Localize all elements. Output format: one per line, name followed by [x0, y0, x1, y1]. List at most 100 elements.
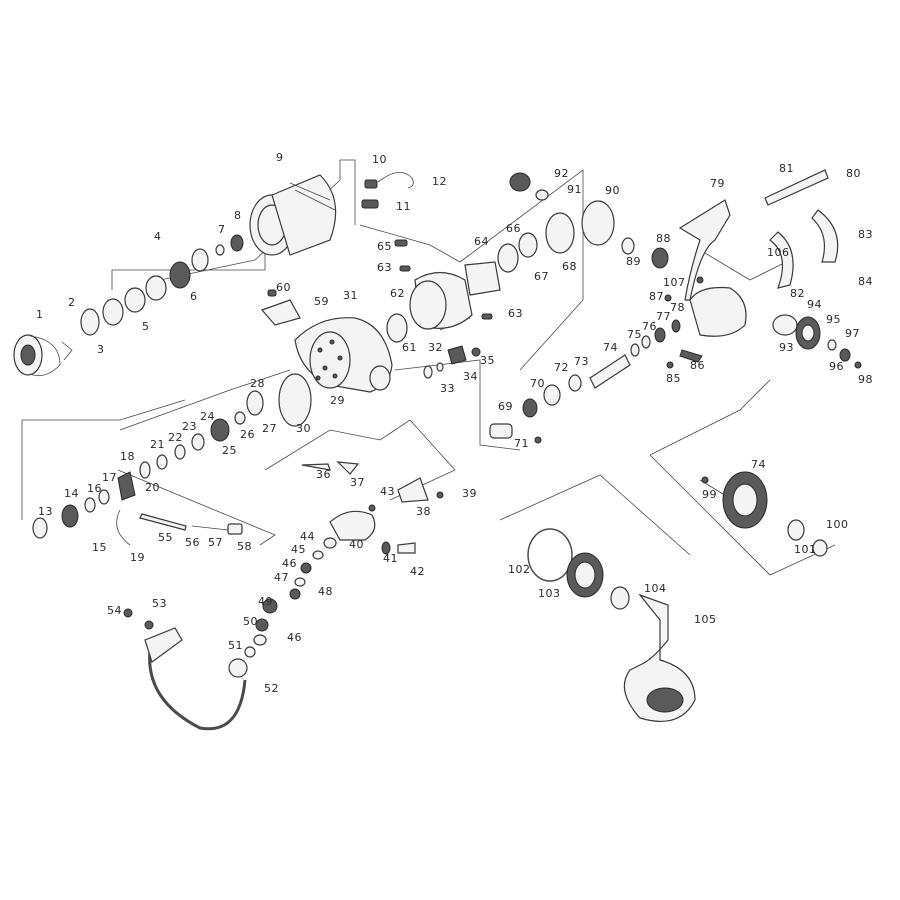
part-label: 11 [396, 200, 411, 213]
part-label: 71 [514, 437, 529, 450]
part-label: 23 [182, 420, 197, 433]
body-housing [246, 299, 393, 427]
part-label: 2 [68, 296, 76, 309]
part-label: 66 [506, 222, 521, 235]
part-label: 25 [222, 444, 237, 457]
part-label: 24 [200, 410, 215, 423]
part-label: 101 [794, 543, 817, 556]
part-label: 50 [243, 615, 258, 628]
pinion-parts [489, 319, 703, 444]
part-label: 54 [107, 604, 122, 617]
part-label: 56 [185, 536, 200, 549]
part-label: 96 [829, 360, 844, 373]
part-label: 90 [605, 184, 620, 197]
part-label: 77 [656, 310, 671, 323]
part-label: 8 [234, 209, 242, 222]
part-label: 65 [377, 240, 392, 253]
rotor-parts [267, 172, 635, 343]
part-label: 48 [318, 585, 333, 598]
bail-arm-parts [301, 345, 481, 555]
part-label: 100 [826, 518, 849, 531]
part-label: 38 [416, 505, 431, 518]
handle-parts [527, 528, 696, 722]
part-label: 75 [627, 328, 642, 341]
part-label: 74 [603, 341, 618, 354]
part-label: 64 [474, 235, 489, 248]
part-label: 81 [779, 162, 794, 175]
part-label: 92 [554, 167, 569, 180]
part-label: 82 [790, 287, 805, 300]
part-label: 61 [402, 341, 417, 354]
part-label: 15 [92, 541, 107, 554]
part-label: 12 [432, 175, 447, 188]
part-label: 37 [350, 476, 365, 489]
part-label: 79 [710, 177, 725, 190]
part-label: 62 [390, 287, 405, 300]
part-label: 39 [462, 487, 477, 500]
spool-parts [13, 174, 337, 377]
part-label: 107 [663, 276, 686, 289]
part-label: 59 [314, 295, 329, 308]
part-label: 67 [534, 270, 549, 283]
part-label: 9 [276, 151, 284, 164]
bail-trip-parts [361, 172, 414, 209]
part-label: 19 [130, 551, 145, 564]
part-label: 72 [554, 361, 569, 374]
drive-gear-parts [32, 411, 246, 546]
part-label: 7 [218, 223, 226, 236]
part-label: 88 [656, 232, 671, 245]
part-label: 14 [64, 487, 79, 500]
part-label: 34 [463, 370, 478, 383]
part-label: 85 [666, 372, 681, 385]
part-label: 94 [807, 298, 822, 311]
part-label: 74 [751, 458, 766, 471]
part-label: 58 [237, 540, 252, 553]
part-label: 46 [287, 631, 302, 644]
part-label: 63 [377, 261, 392, 274]
part-label: 95 [826, 313, 841, 326]
part-label: 30 [296, 422, 311, 435]
part-label: 46 [282, 557, 297, 570]
part-label: 17 [102, 471, 117, 484]
part-label: 89 [626, 255, 641, 268]
part-label: 45 [291, 543, 306, 556]
part-label: 57 [208, 536, 223, 549]
part-label: 106 [767, 246, 790, 259]
part-label: 18 [120, 450, 135, 463]
part-label: 33 [440, 382, 455, 395]
part-label: 53 [152, 597, 167, 610]
part-label: 69 [498, 400, 513, 413]
part-label: 43 [380, 485, 395, 498]
part-label: 29 [330, 394, 345, 407]
part-label: 63 [508, 307, 523, 320]
part-label: 76 [642, 320, 657, 333]
part-label: 1 [36, 308, 44, 321]
bail-wire-parts [123, 537, 337, 731]
part-label: 68 [562, 260, 577, 273]
part-label: 32 [428, 341, 443, 354]
side-gear-parts [772, 314, 862, 369]
part-label: 41 [383, 552, 398, 565]
part-label: 86 [690, 359, 705, 372]
part-label: 31 [343, 289, 358, 302]
part-label: 83 [858, 228, 873, 241]
part-label: 40 [349, 538, 364, 551]
part-label: 80 [846, 167, 861, 180]
part-label: 22 [168, 431, 183, 444]
part-label: 78 [670, 301, 685, 314]
part-label: 52 [264, 682, 279, 695]
part-label: 91 [567, 183, 582, 196]
part-label: 3 [97, 343, 105, 356]
part-label: 10 [372, 153, 387, 166]
part-label: 27 [262, 422, 277, 435]
part-label: 6 [190, 290, 198, 303]
part-label: 93 [779, 341, 794, 354]
part-label: 84 [858, 275, 873, 288]
part-label: 13 [38, 505, 53, 518]
part-label: 102 [508, 563, 531, 576]
part-label: 20 [145, 481, 160, 494]
part-label: 99 [702, 488, 717, 501]
part-label: 42 [410, 565, 425, 578]
part-label: 35 [480, 354, 495, 367]
